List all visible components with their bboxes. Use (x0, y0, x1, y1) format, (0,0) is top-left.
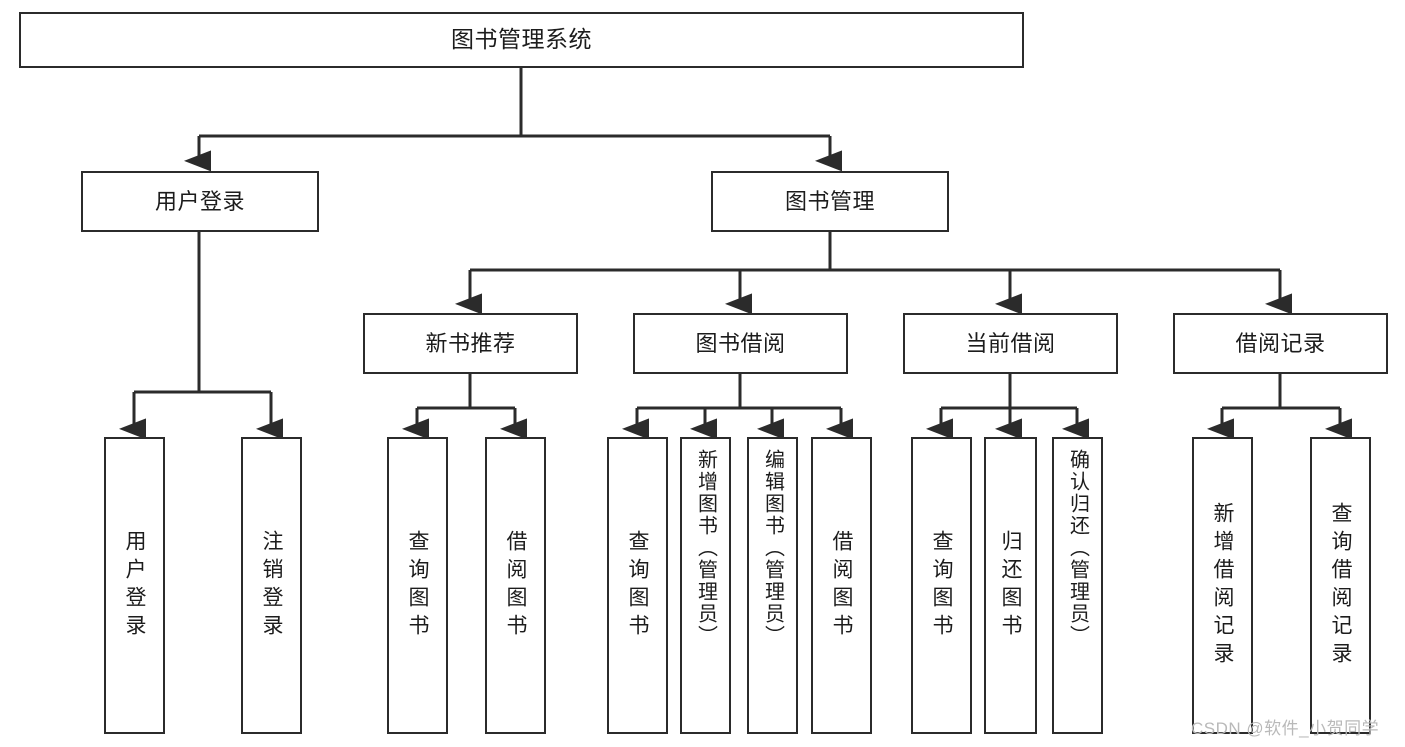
node-label: 图书借阅 (695, 330, 786, 356)
node-borrow-record[interactable]: 借阅记录 (1173, 313, 1388, 374)
leaf-label: 编辑图书（管理员） (761, 449, 784, 647)
leaf-label: 查询图书 (626, 529, 649, 642)
leaf-label: 借阅图书 (830, 529, 853, 642)
leaf-query-borrow-record[interactable]: 查询借阅记录 (1310, 437, 1371, 734)
leaf-query-book-recommend[interactable]: 查询图书 (387, 437, 448, 734)
node-root-system[interactable]: 图书管理系统 (19, 12, 1024, 68)
leaf-label: 用户登录 (123, 529, 146, 642)
leaf-return-book[interactable]: 归还图书 (984, 437, 1037, 734)
leaf-label: 查询图书 (930, 529, 953, 642)
node-book-borrow[interactable]: 图书借阅 (633, 313, 848, 374)
leaf-borrow-book[interactable]: 借阅图书 (811, 437, 872, 734)
leaf-borrow-book-recommend[interactable]: 借阅图书 (485, 437, 546, 734)
leaf-label: 查询图书 (406, 529, 429, 642)
leaf-add-book-admin[interactable]: 新增图书（管理员） (680, 437, 731, 734)
leaf-logout-login[interactable]: 注销登录 (241, 437, 302, 734)
node-label: 借阅记录 (1235, 330, 1326, 356)
csdn-watermark: CSDN @软件_小贺同学 (1191, 719, 1380, 738)
node-label: 图书管理 (784, 188, 875, 214)
leaf-add-borrow-record[interactable]: 新增借阅记录 (1192, 437, 1253, 734)
node-label: 图书管理系统 (451, 26, 592, 53)
leaf-edit-book-admin[interactable]: 编辑图书（管理员） (747, 437, 798, 734)
leaf-confirm-return-admin[interactable]: 确认归还（管理员） (1052, 437, 1103, 734)
node-current-borrow[interactable]: 当前借阅 (903, 313, 1118, 374)
node-book-management[interactable]: 图书管理 (711, 171, 949, 232)
leaf-query-book-current[interactable]: 查询图书 (911, 437, 972, 734)
leaf-label: 新增借阅记录 (1211, 501, 1234, 670)
node-user-login[interactable]: 用户登录 (81, 171, 319, 232)
leaf-label: 确认归还（管理员） (1066, 449, 1089, 647)
leaf-query-book-borrow[interactable]: 查询图书 (607, 437, 668, 734)
leaf-label: 新增图书（管理员） (694, 449, 717, 647)
node-label: 当前借阅 (965, 330, 1056, 356)
leaf-label: 归还图书 (999, 529, 1022, 642)
node-new-book-recommend[interactable]: 新书推荐 (363, 313, 578, 374)
leaf-user-login[interactable]: 用户登录 (104, 437, 165, 734)
leaf-label: 借阅图书 (504, 529, 527, 642)
leaf-label: 注销登录 (260, 529, 283, 642)
node-label: 新书推荐 (425, 330, 516, 356)
node-label: 用户登录 (154, 188, 245, 214)
leaf-label: 查询借阅记录 (1329, 501, 1352, 670)
